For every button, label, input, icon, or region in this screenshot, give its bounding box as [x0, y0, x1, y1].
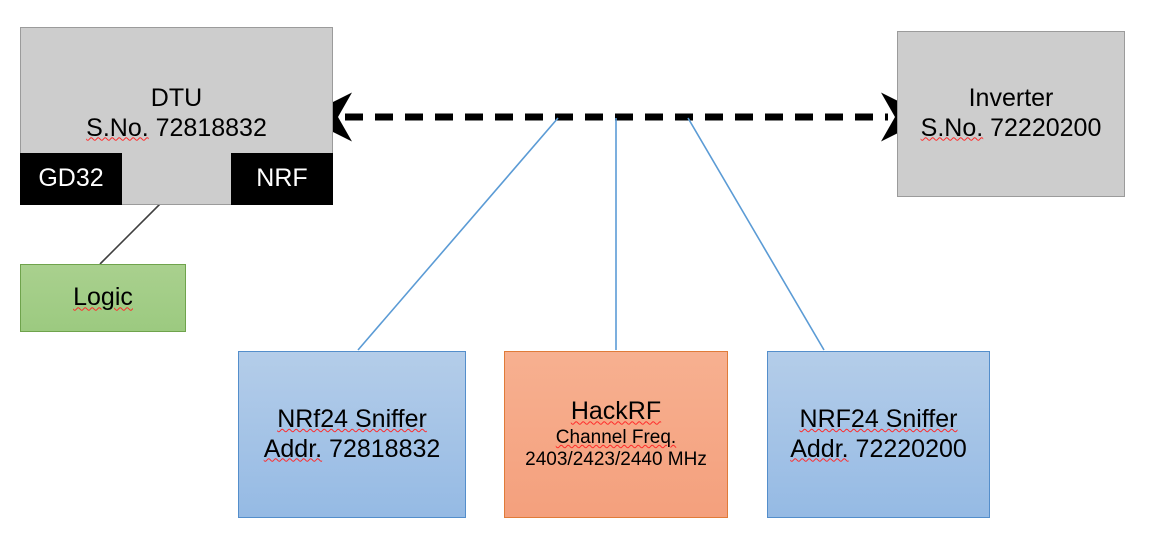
sniffer-right-addr-value: 72220200 [855, 434, 967, 463]
inverter-serial: S.No. 72220200 [921, 114, 1102, 144]
sniffer-left-title: NRf24 Sniffer [277, 405, 427, 433]
dtu-serial-value-wrap: 72818832 [149, 114, 267, 142]
sniffer-left-addr-value: 72818832 [329, 434, 441, 463]
gd32-label: GD32 [38, 164, 104, 193]
sniffer-left-addr-label: Addr. [263, 434, 323, 463]
sniffer-left-addr: Addr. 72818832 [264, 435, 441, 465]
sniffer-right-title: NRF24 Sniffer [799, 405, 958, 433]
logic-label: Logic [73, 283, 133, 312]
inverter-serial-value: 72220200 [990, 113, 1102, 142]
sniffer-left-label: NRf24 Sniffer [277, 405, 427, 435]
hackrf-sub-row: Channel Freq. [556, 427, 676, 449]
sniffer-right-addr: Addr. 72220200 [790, 435, 967, 465]
sniffer-left-label-text: NRf24 Sniffer [277, 405, 427, 435]
inverter-serial-value-wrap: 72220200 [983, 114, 1101, 142]
inverter-node[interactable]: Inverter S.No. 72220200 [897, 31, 1125, 197]
tap-line-sniffer-left [357, 117, 559, 351]
sniffer-right-label: NRF24 Sniffer [800, 405, 958, 435]
dtu-serial: S.No. 72818832 [86, 114, 267, 144]
tap-line-sniffer-right [687, 117, 825, 351]
sniffer-right-addr-value-wrap: 72220200 [849, 435, 967, 463]
inverter-serial-label: S.No. [920, 113, 984, 142]
nrf-label: NRF [256, 164, 308, 193]
dtu-label: DTU [150, 84, 203, 112]
hackrf-sub-label: Channel Freq. [555, 426, 677, 448]
hackrf-title: HackRF [570, 397, 662, 426]
sniffer-left-node[interactable]: NRf24 Sniffer Addr. 72818832 [238, 351, 466, 518]
dtu-serial-value: 72818832 [155, 113, 267, 142]
gd32-chip[interactable]: GD32 [20, 153, 122, 205]
logic-analyzer-node[interactable]: Logic [20, 264, 186, 332]
sniffer-right-node[interactable]: NRF24 Sniffer Addr. 72220200 [767, 351, 990, 518]
sniffer-right-addr-label: Addr. [790, 434, 849, 463]
sniffer-left-addr-value-wrap: 72818832 [322, 435, 440, 463]
hackrf-frequencies: 2403/2423/2440 MHz [525, 449, 707, 471]
hackrf-title-row: HackRF [571, 397, 661, 427]
nrf-chip[interactable]: NRF [231, 153, 333, 205]
dtu-serial-label: S.No. [86, 113, 149, 142]
inverter-label: Inverter [968, 84, 1054, 112]
hackrf-node[interactable]: HackRF Channel Freq. 2403/2423/2440 MHz [504, 351, 728, 518]
